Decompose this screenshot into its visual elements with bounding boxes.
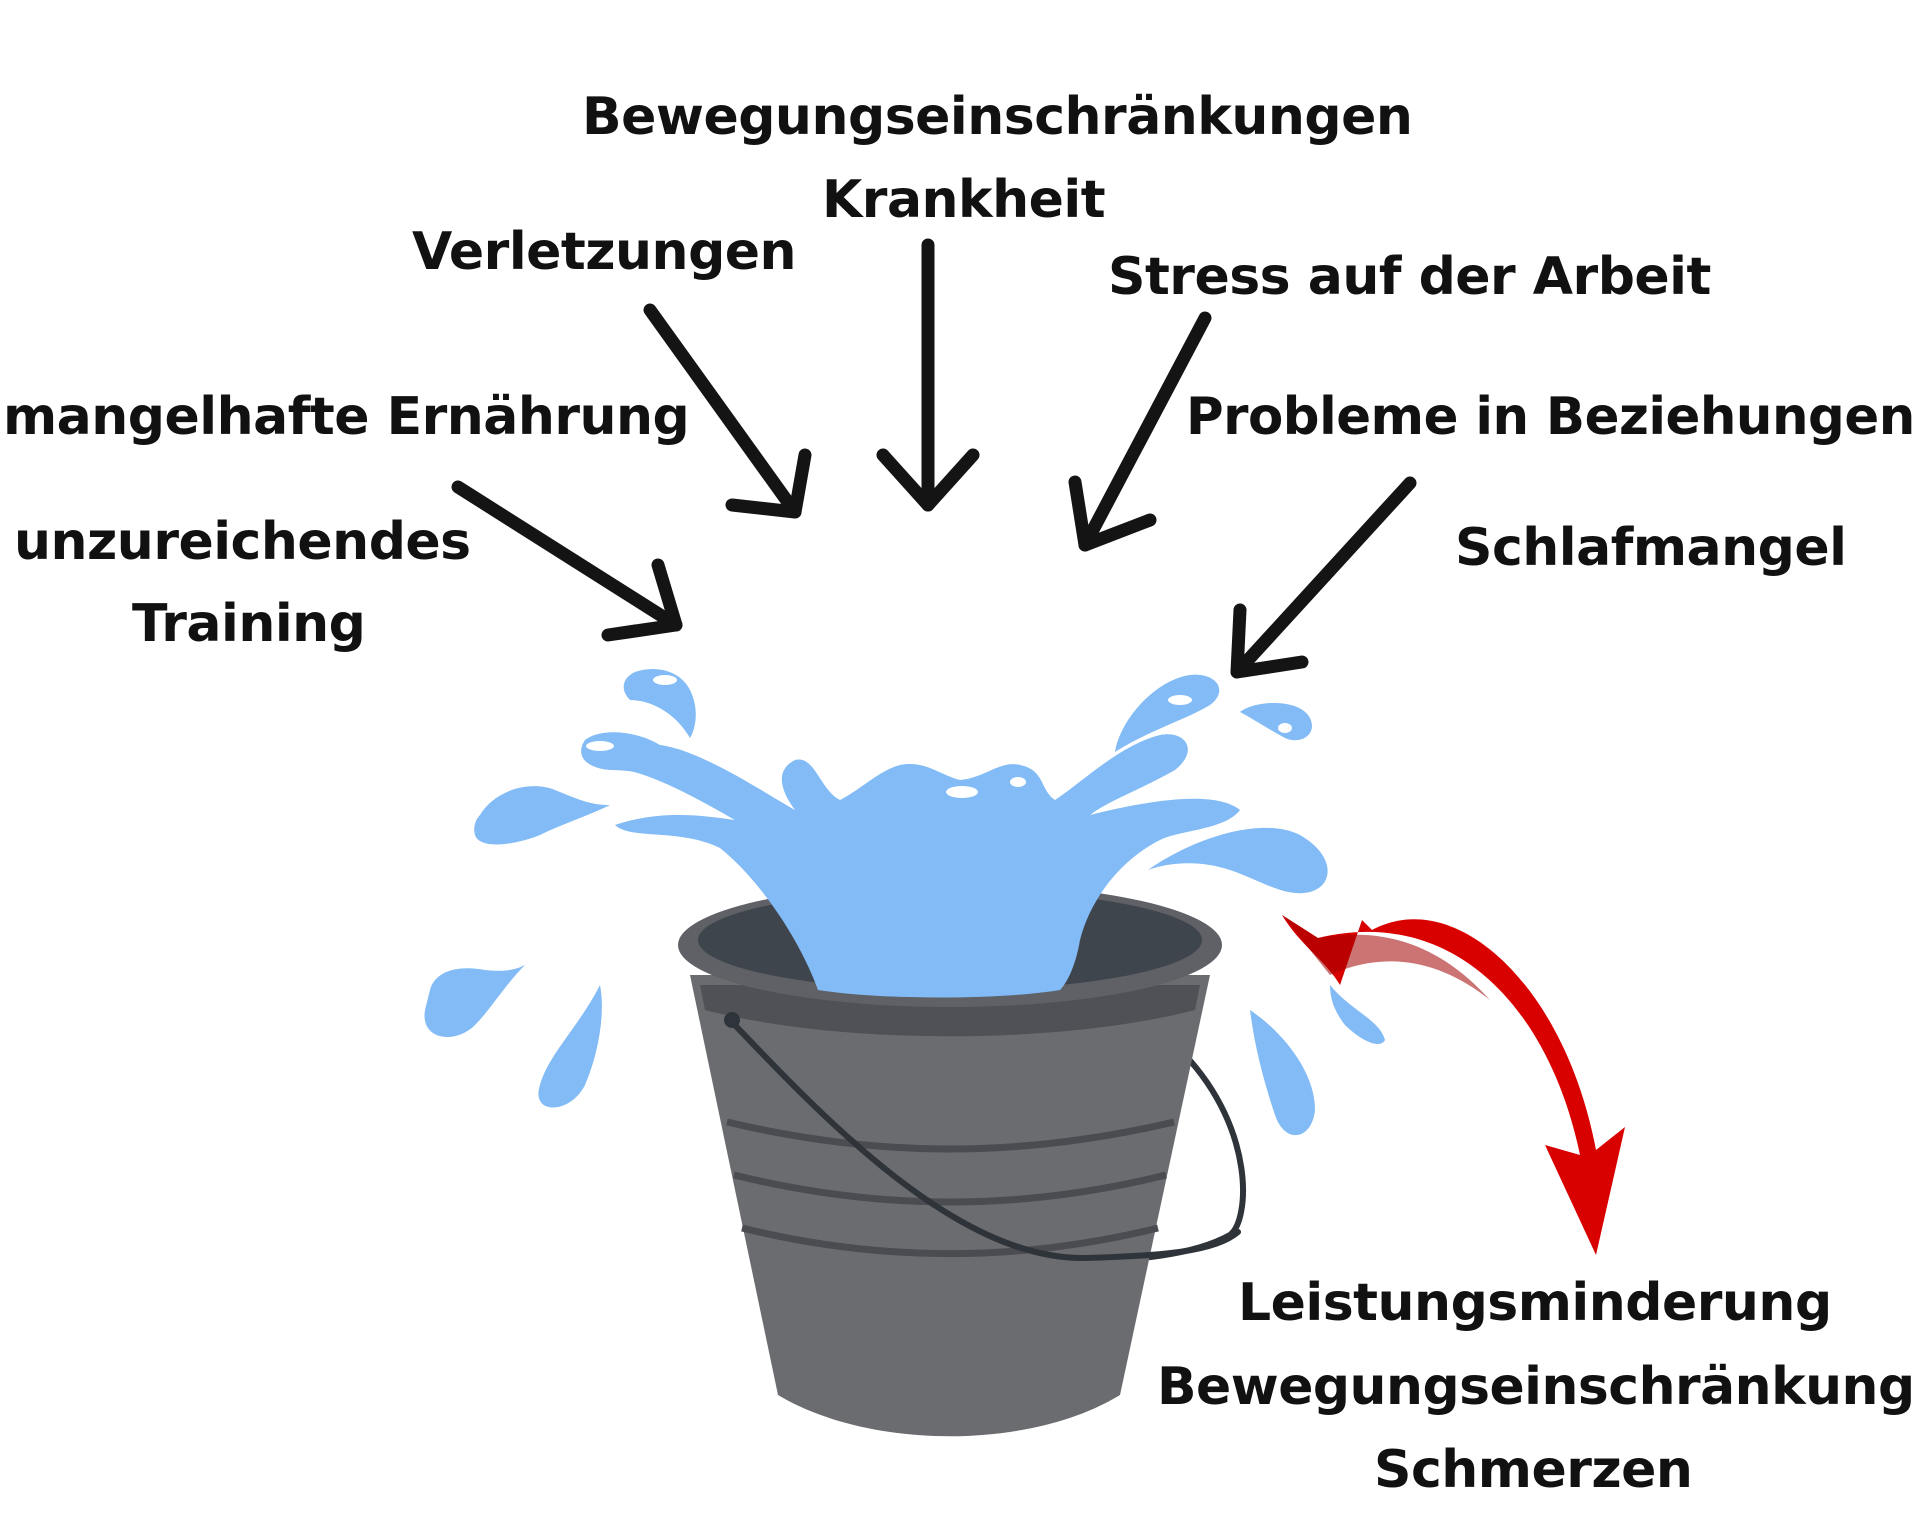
label-beziehungen: Probleme in Beziehungen [1186,387,1915,447]
label-schmerzen: Schmerzen [1374,1440,1693,1500]
cause-arrows [451,238,1417,679]
label-training-line1: unzureichendes [14,512,471,572]
label-ernaehrung: mangelhafte Ernährung [3,387,690,447]
arrow-verletzungen [643,303,812,519]
effect-arrow-shade [1282,915,1490,1000]
arrow-training [451,480,683,642]
water-splash [424,669,1385,1136]
arrow-stress [1068,311,1212,552]
label-training-line2: Training [132,594,366,654]
label-bewegungseinschraenkung: Bewegungseinschränkung [1157,1357,1915,1417]
label-leistungsminderung: Leistungsminderung [1238,1273,1832,1333]
label-krankheit: Krankheit [822,170,1106,230]
arrow-krankheit [876,238,980,512]
arrow-schlafmangel [1230,476,1417,679]
label-schlafmangel: Schlafmangel [1455,518,1847,578]
label-verletzungen: Verletzungen [412,222,797,282]
label-stress: Stress auf der Arbeit [1108,247,1711,307]
label-bewegungseinschraenkungen: Bewegungseinschränkungen [582,87,1413,147]
